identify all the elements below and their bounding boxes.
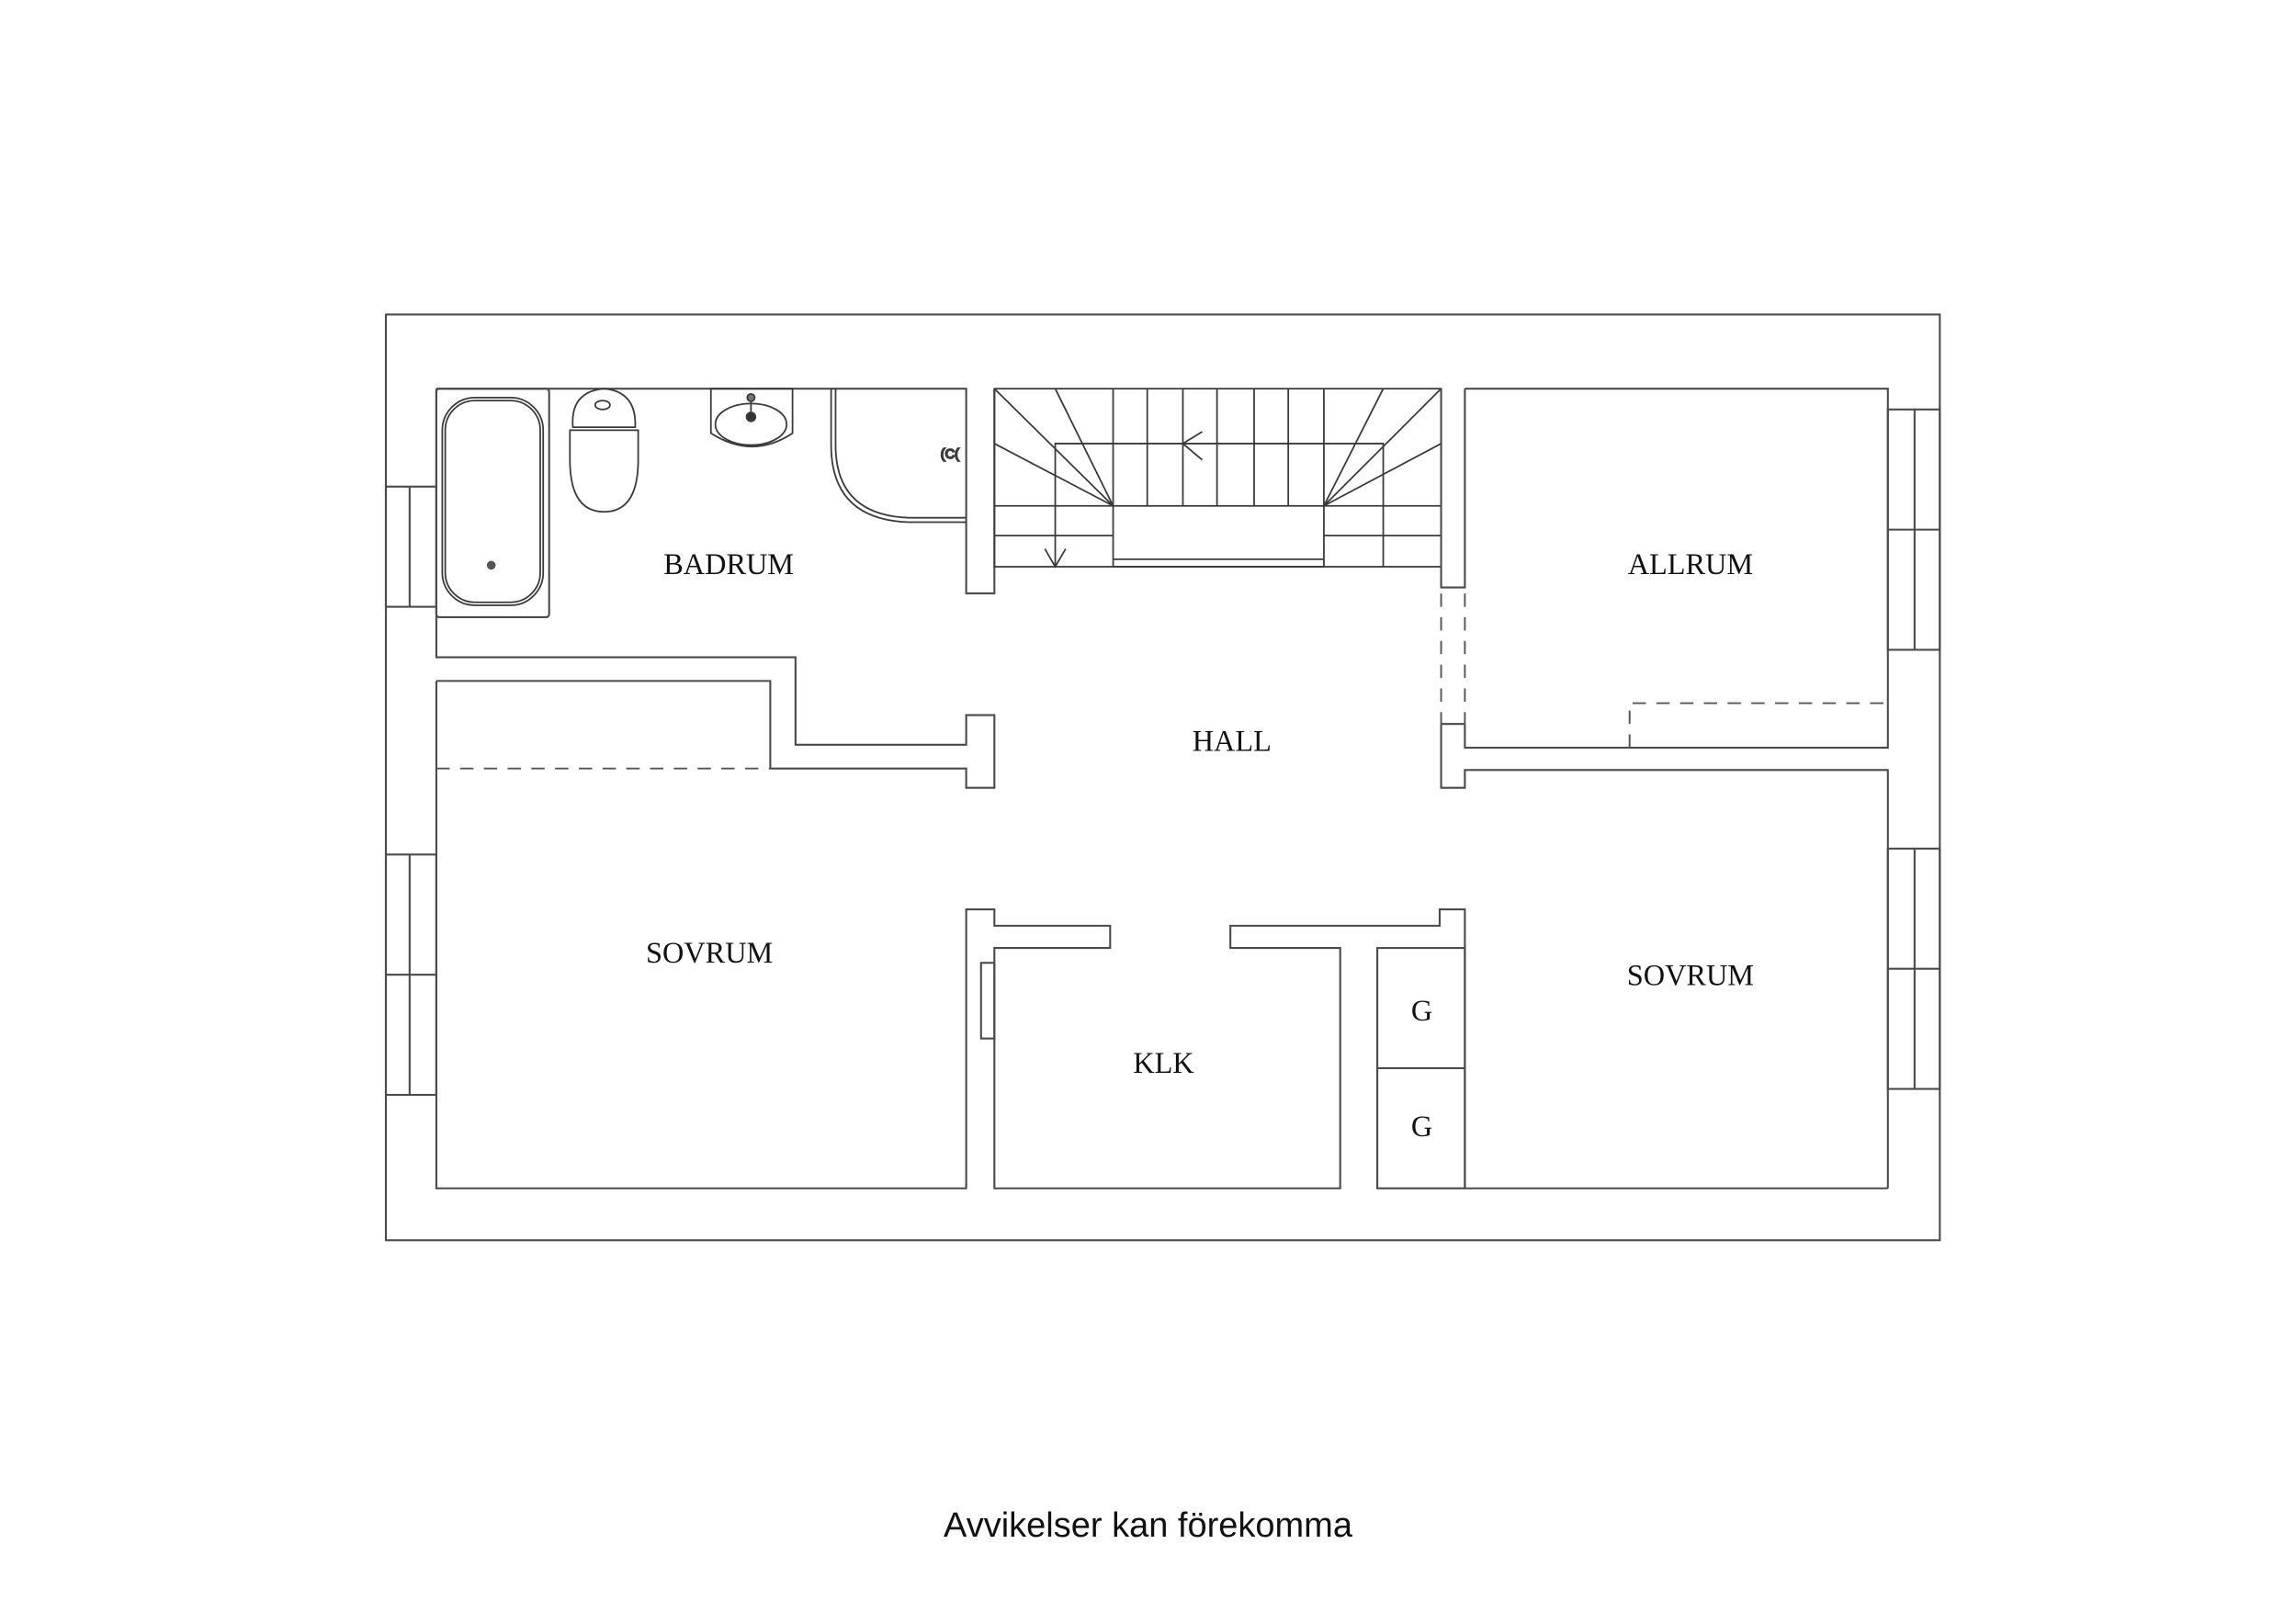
outer-boundary	[384, 313, 1941, 1242]
toilet-icon	[569, 388, 639, 513]
room-label-sovrum-left: SOVRUM	[646, 936, 773, 969]
bathtub-icon	[435, 388, 550, 618]
sovrum-left-wall	[435, 681, 1466, 1189]
svg-text:(C(: (C(	[941, 447, 959, 462]
klk-shelf	[979, 962, 996, 1040]
bathroom-wall	[435, 388, 996, 789]
room-label-g2: G	[1411, 1110, 1432, 1143]
window-left-bottom	[384, 853, 437, 1097]
window-right-top	[1886, 408, 1941, 651]
closets	[1376, 947, 1888, 1189]
room-label-g1: G	[1411, 994, 1432, 1027]
sink-icon	[709, 388, 794, 447]
window-left-top	[384, 485, 437, 608]
room-label-sovrum-right: SOVRUM	[1627, 958, 1754, 991]
allrum-dashed-closet	[1628, 702, 1888, 749]
disclaimer-text: Avvikelser kan förekomma	[944, 1506, 1352, 1545]
shower-icon: (C(	[830, 389, 967, 524]
room-label-klk: KLK	[1133, 1046, 1193, 1079]
staircase-icon	[993, 388, 1442, 569]
room-label-hall: HALL	[1193, 724, 1272, 757]
hall-right-wall	[1440, 388, 1889, 1189]
room-label-badrum: BADRUM	[663, 547, 794, 580]
room-label-allrum: ALLRUM	[1628, 547, 1753, 580]
window-right-bottom	[1886, 847, 1941, 1090]
